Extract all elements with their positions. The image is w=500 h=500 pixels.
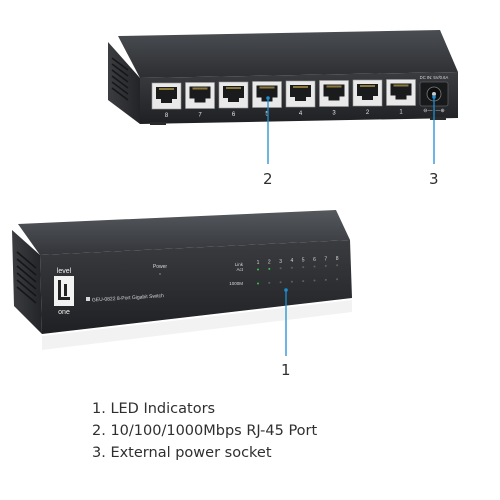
- back-switch-vents: [111, 57, 129, 101]
- link-act-led: [279, 267, 282, 270]
- model-label: GEU-0822 8-Port Gigabit Switch: [92, 293, 164, 303]
- model-label-marker: [86, 297, 90, 301]
- led-port-number: 5: [302, 258, 305, 264]
- speed-led: [279, 281, 282, 284]
- speed-led: [257, 282, 259, 285]
- led-port-number: 3: [279, 259, 282, 265]
- power-input-label: DC IN: 5V/0.6A: [420, 75, 449, 80]
- port-number-label: 5: [265, 112, 269, 118]
- led-number-row: 1 2 3 4 5 6 7 8: [257, 256, 339, 266]
- floor-reflection: [42, 300, 352, 350]
- speed-led: [268, 281, 271, 284]
- rj45-port: [252, 81, 282, 108]
- legend-item-power: 3. External power socket: [92, 445, 272, 461]
- port-number-label: 7: [198, 113, 202, 119]
- foot-right: [430, 117, 446, 120]
- feature-legend: 1. LED Indicators 2. 10/100/1000Mbps RJ-…: [92, 398, 317, 464]
- link-act-led: [336, 264, 339, 267]
- legend-item-rj45: 2. 10/100/1000Mbps RJ-45 Port: [92, 423, 318, 439]
- rj45-port: [185, 82, 215, 109]
- back-switch-side: [108, 42, 140, 124]
- power-led-label: Power: [153, 264, 168, 270]
- port-number-row: 8 7 6 5 4 3 2 1: [165, 110, 404, 120]
- link-act-led: [302, 266, 305, 269]
- front-switch-vents: [16, 251, 37, 304]
- rj45-port: [319, 80, 349, 107]
- link-act-led: [290, 266, 293, 269]
- led-indicator-grid: [257, 264, 339, 285]
- rj45-port: [386, 79, 416, 106]
- back-switch-top: [118, 30, 458, 78]
- speed-led: [290, 280, 293, 283]
- callout-number-3: 3: [429, 170, 439, 188]
- logo-text-top: level: [57, 268, 72, 275]
- link-led-label: Link: [235, 262, 244, 267]
- speed-led-label: 1000M: [229, 281, 243, 286]
- foot-left: [150, 122, 166, 125]
- front-panel: [40, 240, 352, 334]
- port-number-label: 8: [165, 113, 169, 119]
- port-number-label: 6: [232, 112, 236, 118]
- rj45-port: [218, 81, 249, 109]
- logo-text-bottom: one: [58, 309, 70, 316]
- callout-number-2: 2: [263, 170, 273, 188]
- power-socket-pin: [432, 92, 436, 96]
- led-port-number: 1: [257, 260, 260, 266]
- callout-2: [266, 96, 270, 164]
- front-view-switch: level one GEU-0822 8-Port Gigabit Switch…: [12, 210, 352, 350]
- port-number-label: 3: [332, 111, 336, 117]
- link-act-led: [257, 268, 259, 271]
- link-act-led: [324, 264, 327, 267]
- port-number-label: 2: [366, 110, 370, 116]
- rj45-port: [352, 79, 383, 107]
- callout-1: [284, 288, 288, 356]
- led-port-number: 4: [291, 258, 294, 264]
- port-number-label: 1: [399, 110, 403, 116]
- act-led-label: Act: [236, 267, 243, 272]
- callout-3: [432, 95, 436, 164]
- led-port-number: 7: [324, 256, 327, 262]
- link-act-led: [268, 267, 271, 270]
- speed-led: [313, 279, 316, 282]
- front-switch-top: [18, 210, 350, 255]
- port-number-label: 4: [299, 111, 303, 117]
- led-port-number: 2: [268, 259, 271, 265]
- levelone-logo: level one: [54, 268, 74, 316]
- led-port-number: 8: [336, 256, 339, 262]
- speed-led: [302, 280, 305, 283]
- link-act-led: [313, 265, 316, 268]
- led-port-number: 6: [313, 257, 316, 263]
- speed-led: [324, 278, 327, 281]
- rj45-port-row: [151, 79, 416, 110]
- callout-3-dot: [432, 95, 436, 99]
- callout-number-1: 1: [281, 361, 291, 379]
- power-led: [159, 273, 161, 275]
- callout-1-dot: [284, 288, 288, 292]
- rj45-port: [151, 82, 182, 110]
- callout-2-dot: [266, 96, 270, 100]
- legend-item-led: 1. LED Indicators: [92, 401, 216, 417]
- speed-led: [336, 278, 339, 281]
- rj45-port: [285, 80, 316, 108]
